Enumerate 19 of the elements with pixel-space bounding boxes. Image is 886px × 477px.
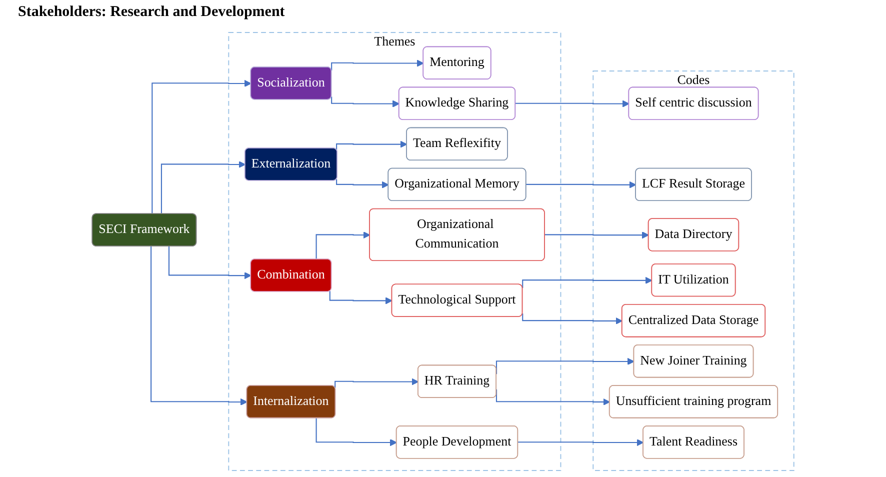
- arrow: [316, 231, 370, 260]
- arrow: [526, 181, 636, 188]
- arrow: [329, 291, 392, 304]
- arrow: [152, 80, 252, 214]
- arrow: [331, 96, 400, 108]
- arrow: [336, 179, 389, 188]
- arrow: [336, 140, 408, 150]
- arrow: [522, 313, 623, 325]
- diagram-title: Stakeholders: Research and Development: [18, 4, 285, 21]
- arrow: [150, 246, 248, 406]
- arrow: [518, 438, 644, 446]
- arrow: [331, 60, 424, 70]
- arrow: [544, 232, 650, 239]
- arrow: [515, 100, 630, 108]
- arrow: [160, 160, 246, 214]
- arrow: [168, 246, 252, 280]
- arrow: [334, 378, 419, 388]
- arrow: [316, 418, 398, 446]
- arrow: [522, 276, 652, 288]
